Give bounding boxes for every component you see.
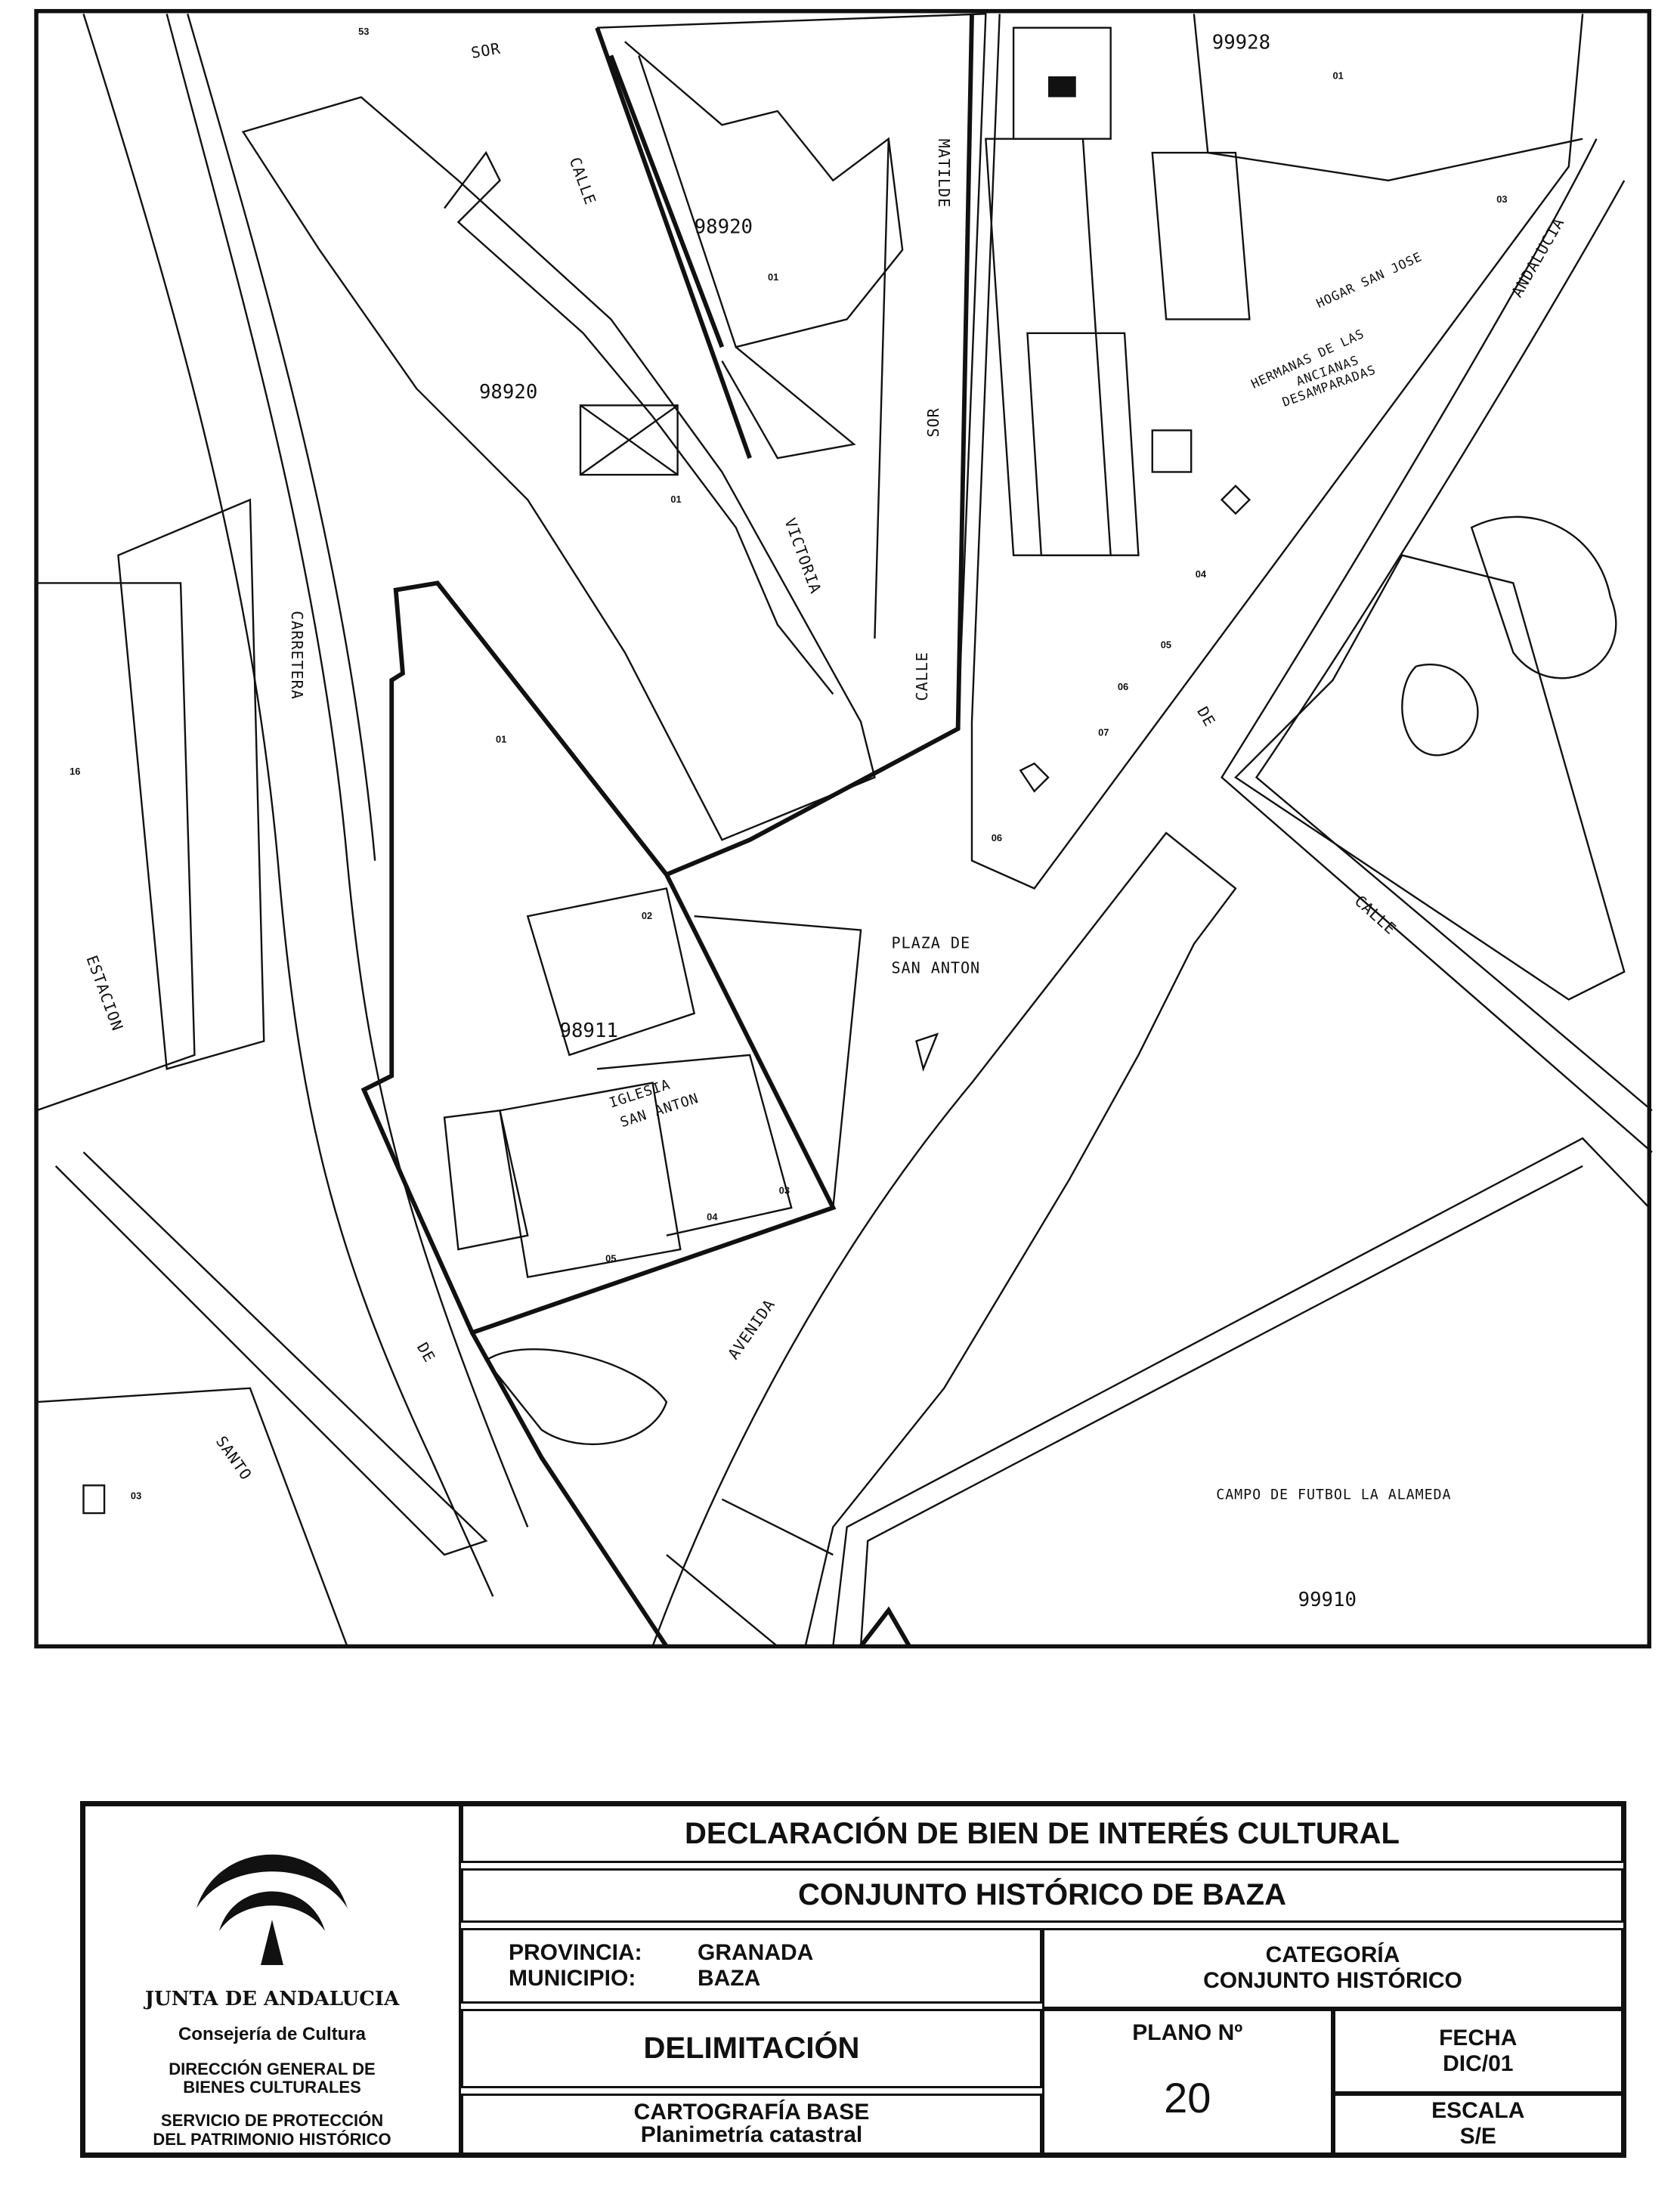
servicio: SERVICIO DE PROTECCIÓN DEL PATRIMONIO HI… <box>153 2111 391 2149</box>
street-label: MATILDE <box>935 139 953 209</box>
subparcel-number: 01 <box>1333 70 1344 82</box>
parcel-number: 99928 <box>1212 31 1270 54</box>
subparcel-number: 01 <box>670 494 681 505</box>
categoria-value: CONJUNTO HISTÓRICO <box>1203 1968 1462 1994</box>
street-label: CALLE <box>913 651 931 701</box>
street-label: AVENIDA <box>724 1295 778 1363</box>
plano-cell: PLANO Nº 20 <box>1042 2008 1333 2155</box>
provincia-value: GRANADA <box>698 1939 814 1965</box>
street-label: DE <box>1193 704 1219 730</box>
title-block: JUNTA DE ANDALUCIA Consejería de Cultura… <box>80 1801 1626 2158</box>
municipio-value: BAZA <box>698 1965 761 1991</box>
street-label: SOR <box>924 407 942 437</box>
delimitacion: DELIMITACIÓN <box>461 2008 1042 2088</box>
parcel-number: 99910 <box>1298 1589 1357 1611</box>
subparcel-number: 01 <box>496 734 506 745</box>
direccion: DIRECCIÓN GENERAL DE BIENES CULTURALES <box>169 2060 376 2097</box>
subparcel-number: 05 <box>605 1253 616 1264</box>
junta-andalucia-logo <box>196 1854 348 1965</box>
consejeria: Consejería de Cultura <box>178 2024 367 2044</box>
subparcel-number: 03 <box>779 1185 790 1196</box>
subparcel-number: 53 <box>358 26 369 37</box>
plano-label: PLANO Nº <box>1132 2019 1243 2045</box>
subparcel-number: 06 <box>992 832 1002 843</box>
street-label: VICTORIA <box>781 515 825 596</box>
subparcel-number: 03 <box>1496 193 1507 205</box>
street-label: SOR <box>469 39 502 62</box>
subparcel-number: 02 <box>642 910 652 921</box>
escala-value: S/E <box>1459 2124 1496 2149</box>
street-label: ANDALUCIA <box>1508 215 1568 301</box>
escala-cell: ESCALA S/E <box>1332 2093 1623 2155</box>
street-label: CALLE <box>566 155 600 208</box>
place-labels: HOGAR SAN JOSE HERMANAS DE LAS ANCIANAS … <box>607 249 1451 1503</box>
categoria-cell: CATEGORÍA CONJUNTO HISTÓRICO <box>1042 1927 1623 2009</box>
subparcel-number: 05 <box>1161 639 1171 651</box>
logo-cell: JUNTA DE ANDALUCIA Consejería de Cultura… <box>83 1804 461 2155</box>
street-label: CARRETERA <box>288 611 306 700</box>
subparcel-number: 01 <box>768 271 778 283</box>
parcel-number: 98911 <box>559 1020 617 1042</box>
logo-org: JUNTA DE ANDALUCIA <box>144 1988 400 2010</box>
street-label: CALLE <box>1351 892 1400 939</box>
subparcel-number: 04 <box>1196 568 1207 580</box>
map-linework <box>36 13 1653 1648</box>
street-label: ESTACION <box>82 953 126 1033</box>
street-label: SANTO <box>212 1433 255 1484</box>
street-labels: SOR CALLE MATILDE SOR VICTORIA CALLE AND… <box>82 39 1567 1484</box>
planimetria: Planimetría catastral <box>640 2122 863 2148</box>
cartografia: CARTOGRAFÍA BASE <box>633 2100 870 2125</box>
subparcel-number: 16 <box>70 766 80 777</box>
place-label: PLAZA DE <box>891 933 970 952</box>
place-label: SAN ANTON <box>891 959 980 977</box>
escala-label: ESCALA <box>1431 2098 1525 2124</box>
street-label: DE <box>413 1339 439 1366</box>
place-label: HOGAR SAN JOSE <box>1314 249 1425 311</box>
fecha-label: FECHA <box>1439 2025 1518 2050</box>
cartografia-cell: CARTOGRAFÍA BASE Planimetría catastral <box>461 2093 1042 2155</box>
municipio-label: MUNICIPIO: <box>509 1965 636 1991</box>
declaracion: DECLARACIÓN DE BIEN DE INTERÉS CULTURAL <box>461 1804 1623 1863</box>
parcel-labels: 98920 98920 99928 98911 99910 01 01 01 0… <box>70 26 1507 1611</box>
subparcel-number: 03 <box>131 1490 141 1502</box>
provincia-label: PROVINCIA: <box>509 1939 642 1965</box>
parcel-number: 98920 <box>479 381 537 404</box>
subparcel-number: 06 <box>1118 681 1128 692</box>
categoria-label: CATEGORÍA <box>1265 1942 1400 1968</box>
plano-value: 20 <box>1164 2074 1211 2122</box>
parcel-number: 98920 <box>695 216 753 239</box>
subparcel-number: 04 <box>707 1211 718 1222</box>
location-cell: PROVINCIA: GRANADA MUNICIPIO: BAZA <box>461 1927 1042 2004</box>
place-label: CAMPO DE FUTBOL LA ALAMEDA <box>1216 1487 1451 1503</box>
fecha-cell: FECHA DIC/01 <box>1332 2008 1623 2094</box>
conjunto: CONJUNTO HISTÓRICO DE BAZA <box>461 1868 1623 1923</box>
map-frame <box>34 8 1652 1649</box>
fecha-value: DIC/01 <box>1443 2050 1514 2076</box>
subparcel-number: 07 <box>1098 726 1109 738</box>
